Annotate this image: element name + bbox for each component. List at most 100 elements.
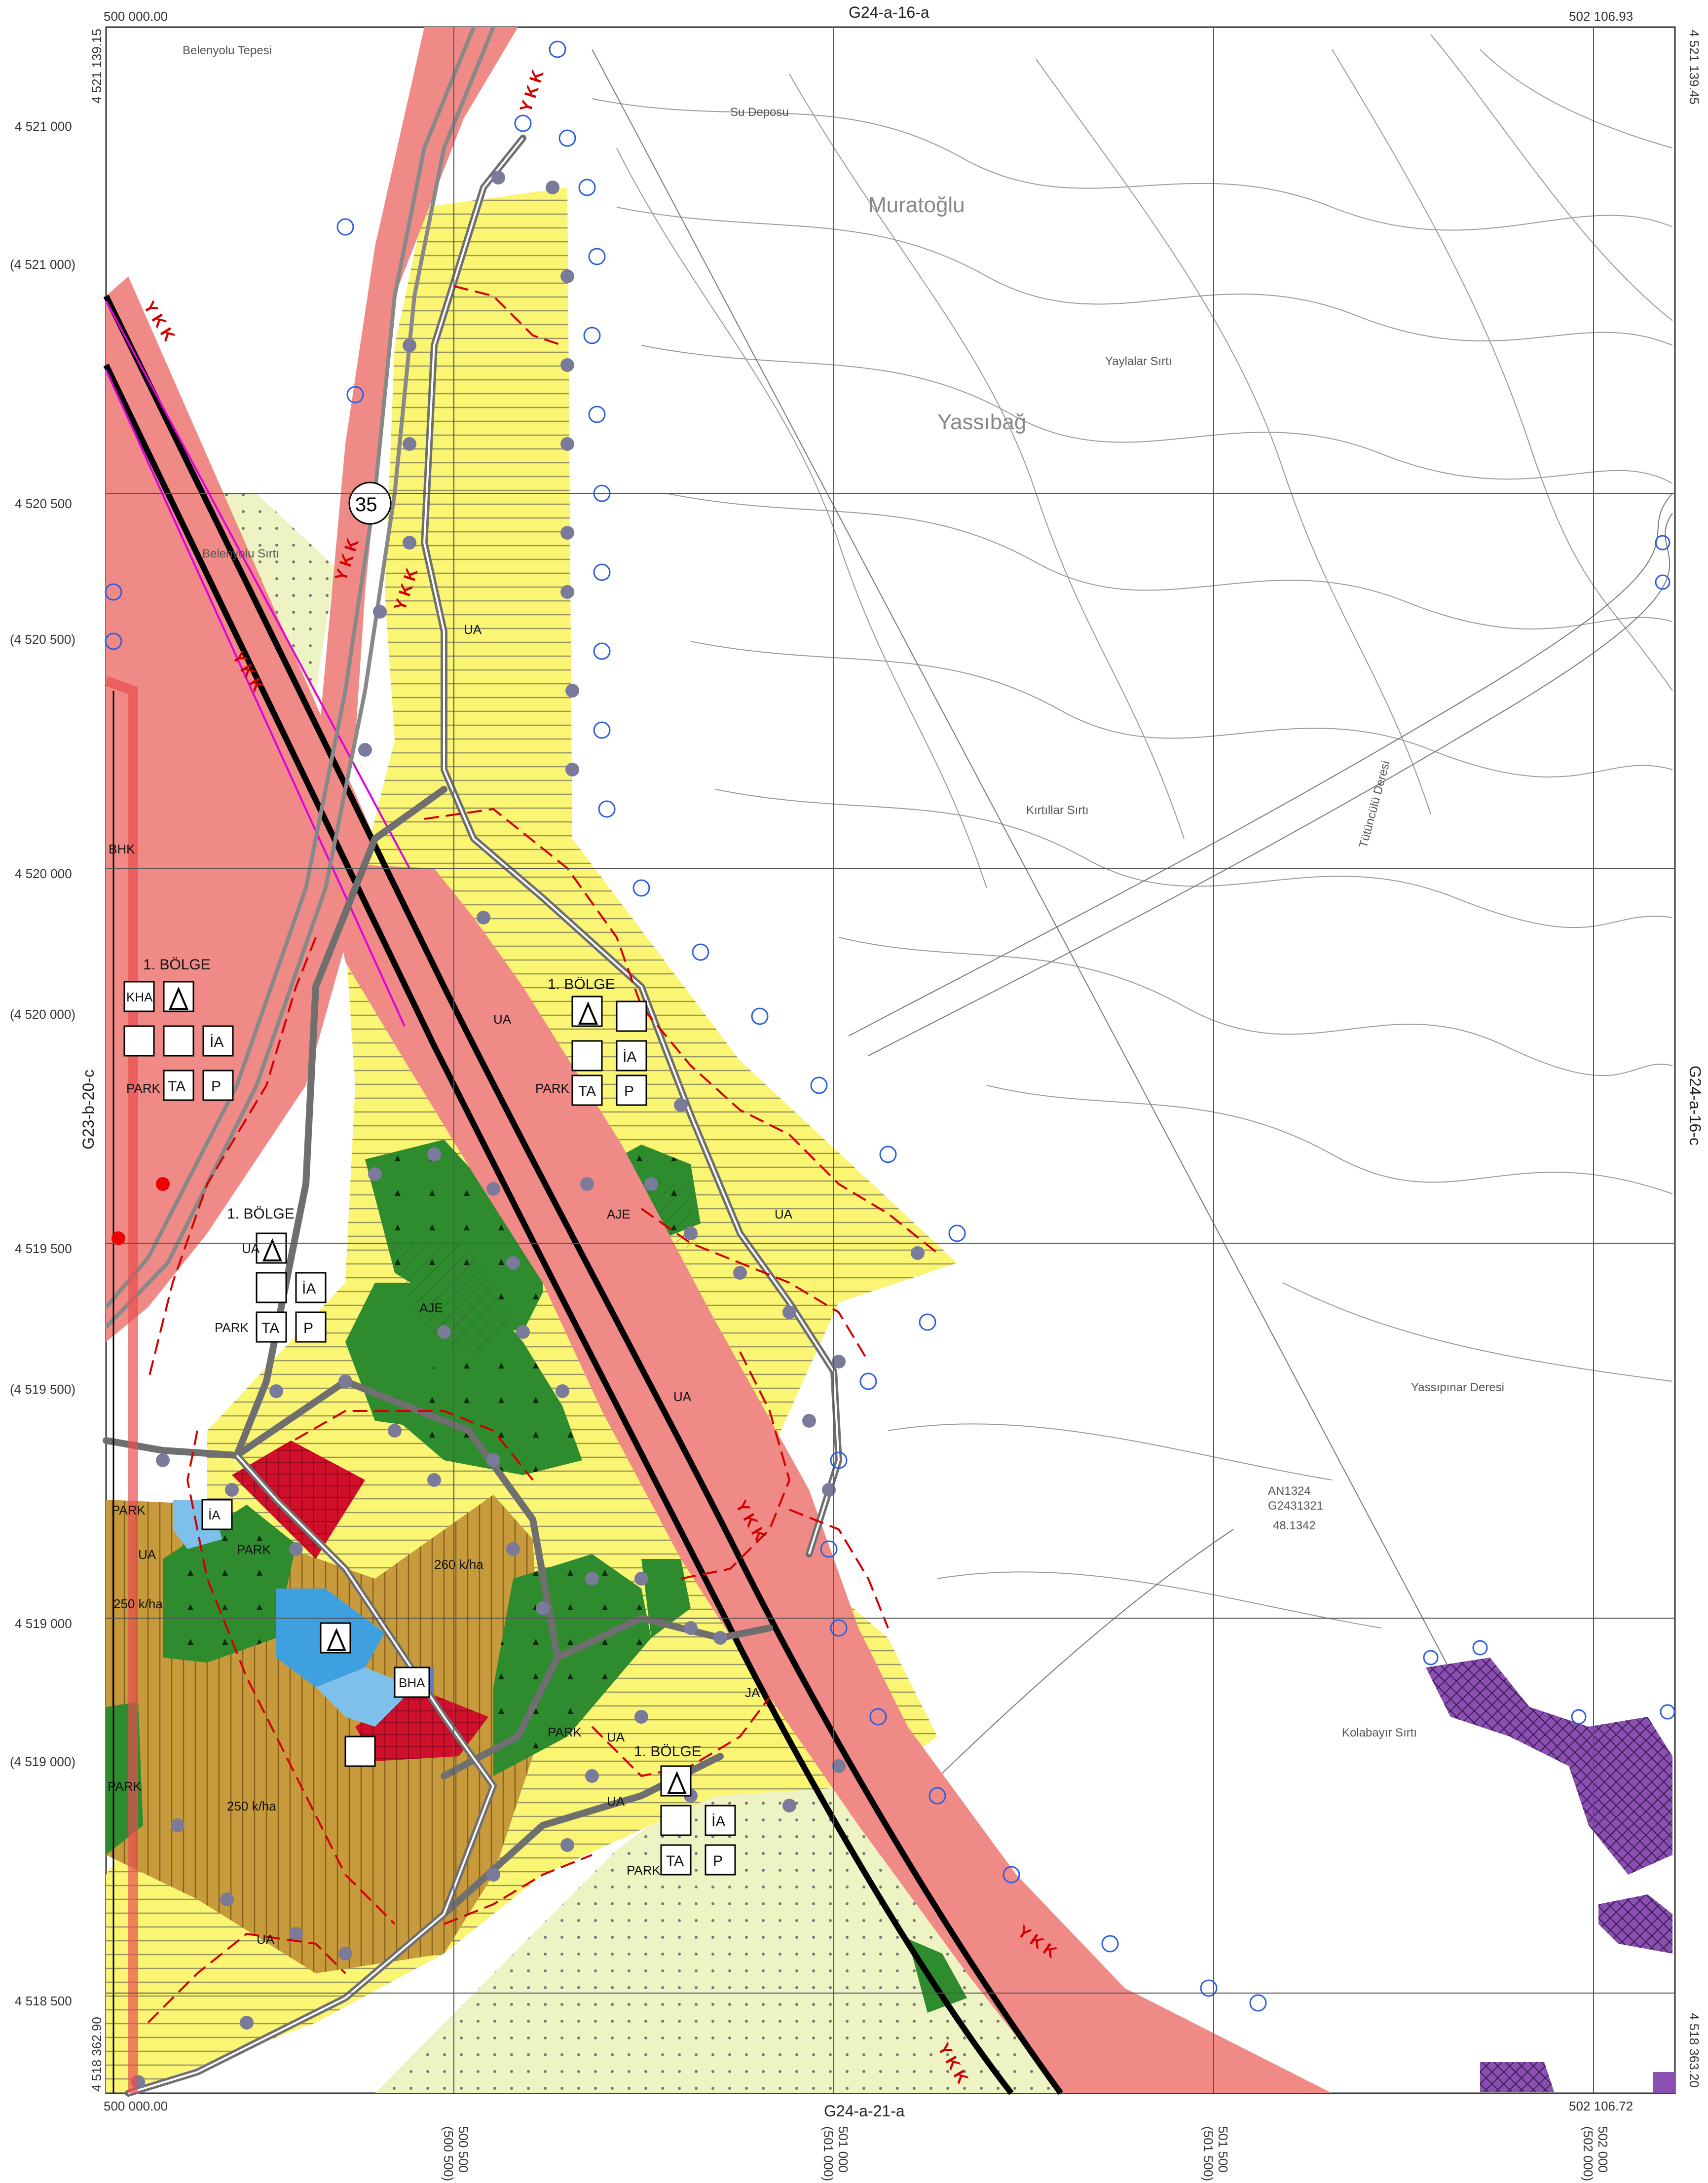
bolge-label-2: 1. BÖLGE [548,976,615,993]
corner-bottom-left-y: 4 518 362.90 [89,2017,104,2092]
left-tick-9: (4 519 000) [10,1754,75,1769]
symbol-boxes [123,981,736,1876]
left-tick-6: 4 519 500 [15,1241,72,1256]
bottom-tick-4: 501 500 [1216,2126,1230,2173]
sheet-label-left: G23-b-20-c [79,1070,97,1149]
left-tick-1: (4 521 000) [10,257,75,272]
bottom-tick-6: 502 000 [1596,2126,1610,2173]
bhk-label: BHK [109,842,135,856]
place-su-deposu: Su Deposu [730,106,789,119]
place-muratoglu: Muratoğlu [868,193,965,217]
ta-label-3: TA [261,1320,279,1336]
corner-top-right-y: 4 521 139.45 [1687,30,1702,105]
bolge-label-1: 1. BÖLGE [143,957,211,973]
p-label-3: P [303,1320,313,1336]
ua-label-10: UA [257,1932,275,1947]
left-tick-7: (4 519 500) [10,1382,75,1397]
bottom-tick-1: (500 500) [441,2126,456,2181]
bottom-tick-5: (501 500) [1201,2126,1216,2181]
aje-label-2: AJE [419,1300,443,1315]
corner-bottom-right-x: 502 106.72 [1569,2099,1633,2113]
road-network-inner [128,137,840,2094]
park-label-4: PARK [627,1863,661,1878]
aje-label-1: AJE [607,1207,631,1221]
purple-blocks [1426,1658,1675,2093]
ta-label-1: TA [168,1078,186,1095]
ua-label-1: UA [493,1012,512,1027]
bolge-label-4: 1. BÖLGE [634,1743,702,1760]
park-label-1: PARK [126,1081,161,1096]
p-label-4: P [713,1853,723,1869]
district-border [104,676,138,2093]
corner-bottom-right-y: 4 518 363.20 [1687,2013,1702,2088]
bottom-ticks: 500 500 (500 500) 501 000 (501 000) 501 … [441,2126,1610,2181]
park-label-2: PARK [535,1081,570,1096]
bha-label: BHA [399,1675,425,1690]
contour-lines [592,34,1673,1628]
ua-label-6: UA [775,1207,793,1221]
ia-label-3: İA [302,1281,316,1297]
ia-label-2: İA [623,1049,636,1065]
sheet-label-top: G24-a-16-a [849,3,929,21]
red-boundary-lines [147,285,938,2024]
p-label-2: P [624,1083,634,1100]
corner-top-right-x: 502 106.93 [1569,9,1633,24]
place-yassibag: Yassıbağ [937,410,1026,434]
triangle-symbols [168,986,687,1794]
place-kolabayir-sirti: Kolabayır Sırtı [1342,1726,1417,1739]
place-yassipinar-deresi: Yassıpınar Deresi [1411,1381,1504,1394]
grey-dot-markers [131,171,925,2089]
place-yaylalar-sirti: Yaylalar Sırtı [1105,355,1172,368]
ja-label: JA [745,1685,760,1700]
park-label-6: PARK [548,1725,582,1739]
park-label-5: PARK [237,1542,271,1557]
bottom-tick-2: 501 000 [836,2126,851,2173]
left-tick-5: (4 520 000) [10,1007,75,1022]
bottom-tick-0: 500 500 [456,2126,471,2173]
ta-label-2: TA [578,1083,596,1100]
left-tick-4: 4 520 000 [15,866,72,881]
density-250-a: 250 k/ha [113,1596,163,1611]
sheet-label-right: G24-a-16-c [1686,1066,1704,1146]
ua-label-7: UA [673,1389,692,1404]
left-tick-8: 4 519 000 [15,1616,72,1631]
left-tick-2: 4 520 500 [15,496,72,511]
elev-code: 48.1342 [1273,1519,1316,1532]
density-260: 260 k/ha [434,1557,483,1572]
park-label-3: PARK [215,1320,249,1335]
left-tick-0: 4 521 000 [15,119,72,134]
ua-label-3: UA [607,1730,625,1744]
left-tick-10: 4 518 500 [15,1994,72,2008]
ua-label-8: UA [138,1547,156,1562]
park-label-8: PARK [111,1503,146,1517]
road-number: 35 [355,494,377,516]
corner-bottom-left-x: 500 000.00 [104,2099,168,2113]
an-code: AN1324 [1268,1484,1311,1498]
rail-lines [104,26,495,1329]
place-kirtillar-sirti: Kırtıllar Sırtı [1026,804,1089,817]
ia-label-1: İA [210,1034,223,1050]
place-belenyolu-tepesi: Belenyolu Tepesi [183,44,272,57]
bottom-tick-7: (502 000) [1581,2126,1596,2181]
place-belenyolu-sirti: Belenyolu Sırtı [202,547,279,560]
highway [103,295,1063,2095]
zone-label-set: 1. BÖLGE KHA İA TA P PARK 1. BÖLGE UA İA… [108,622,793,1947]
left-ticks: 4 521 000 (4 521 000) 4 520 500 (4 520 5… [10,119,75,2008]
highway-pink-edge [105,300,410,1027]
ua-label-4: UA [607,1794,625,1809]
left-tick-3: (4 520 500) [10,632,75,647]
park-label-7: PARK [108,1779,142,1794]
red-markers [111,1177,170,1245]
p-label-1: P [211,1078,221,1095]
sheet-label-bottom: G24-a-21-a [824,2102,905,2120]
ia-label-5: İA [208,1508,221,1522]
g-code: G2431321 [1268,1499,1323,1513]
density-250-b: 250 k/ha [227,1799,276,1813]
ua-label-9: UA [607,1730,625,1744]
corner-top-left-y: 4 521 139.15 [89,29,104,104]
ta-label-4: TA [666,1853,684,1869]
ia-label-4: İA [711,1813,725,1830]
ua-label-5: UA [464,622,482,637]
bolge-label-3: 1. BÖLGE [227,1206,295,1222]
